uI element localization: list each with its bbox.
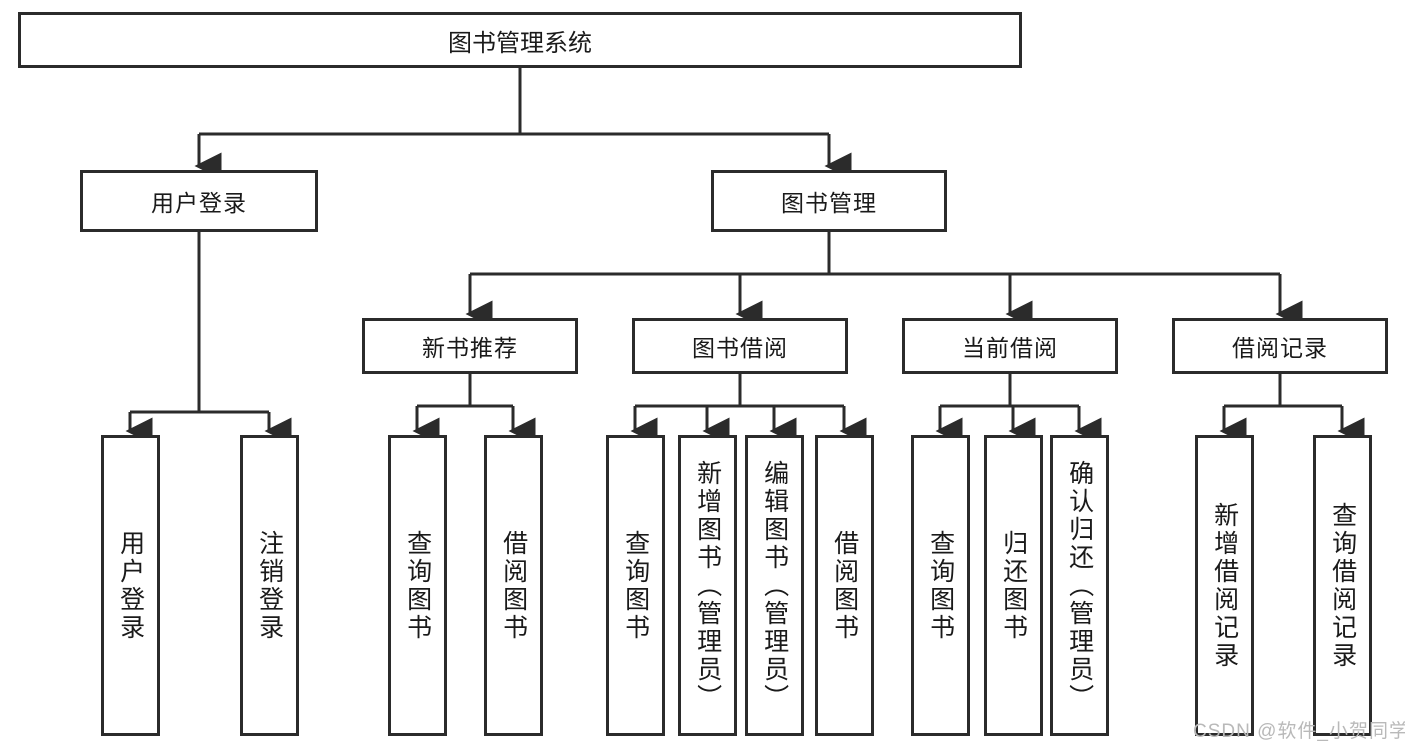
- node-leaf-user-login[interactable]: 用户登录: [101, 435, 160, 736]
- node-leaf-label: 注销登录: [255, 529, 284, 642]
- node-current-borrow-label: 当前借阅: [962, 335, 1058, 361]
- node-leaf-label: 借阅图书: [499, 529, 528, 642]
- node-leaf-edit-book-admin[interactable]: 编辑图书（管理员）: [745, 435, 804, 736]
- node-leaf-label: 查询图书: [403, 529, 432, 642]
- node-borrow-records[interactable]: 借阅记录: [1172, 318, 1388, 374]
- node-leaf-label: 用户登录: [116, 529, 145, 642]
- node-leaf-label: 归还图书: [999, 529, 1028, 642]
- node-leaf-add-borrow-record[interactable]: 新增借阅记录: [1195, 435, 1254, 736]
- node-user-login-label: 用户登录: [151, 190, 247, 216]
- node-book-borrow[interactable]: 图书借阅: [632, 318, 848, 374]
- node-leaf-label: 新增借阅记录: [1210, 501, 1239, 670]
- node-leaf-label: 新增图书（管理员）: [693, 459, 722, 712]
- node-borrow-records-label: 借阅记录: [1232, 335, 1328, 361]
- node-leaf-label: 编辑图书（管理员）: [760, 459, 789, 712]
- node-leaf-borrow-books-newbook[interactable]: 借阅图书: [484, 435, 543, 736]
- node-root-label: 图书管理系统: [448, 29, 592, 57]
- node-user-login[interactable]: 用户登录: [80, 170, 318, 232]
- node-leaf-label: 借阅图书: [830, 529, 859, 642]
- node-leaf-query-books-borrow[interactable]: 查询图书: [606, 435, 665, 736]
- node-new-book-recommend-label: 新书推荐: [422, 335, 518, 361]
- node-leaf-add-book-admin[interactable]: 新增图书（管理员）: [678, 435, 737, 736]
- node-book-management[interactable]: 图书管理: [711, 170, 947, 232]
- node-leaf-label: 查询图书: [926, 529, 955, 642]
- node-leaf-return-books[interactable]: 归还图书: [984, 435, 1043, 736]
- node-leaf-query-books-current[interactable]: 查询图书: [911, 435, 970, 736]
- node-leaf-query-books-newbook[interactable]: 查询图书: [388, 435, 447, 736]
- node-current-borrow[interactable]: 当前借阅: [902, 318, 1118, 374]
- csdn-watermark: CSDN @软件_小贺同学: [1193, 721, 1405, 742]
- node-root-system[interactable]: 图书管理系统: [18, 12, 1022, 68]
- node-leaf-logout[interactable]: 注销登录: [240, 435, 299, 736]
- node-leaf-label: 查询图书: [621, 529, 650, 642]
- node-leaf-label: 查询借阅记录: [1328, 501, 1357, 670]
- node-leaf-borrow-books[interactable]: 借阅图书: [815, 435, 874, 736]
- node-leaf-query-borrow-record[interactable]: 查询借阅记录: [1313, 435, 1372, 736]
- node-book-borrow-label: 图书借阅: [692, 335, 788, 361]
- node-leaf-label: 确认归还（管理员）: [1065, 459, 1094, 712]
- node-new-book-recommend[interactable]: 新书推荐: [362, 318, 578, 374]
- node-book-management-label: 图书管理: [781, 190, 877, 216]
- node-leaf-confirm-return-admin[interactable]: 确认归还（管理员）: [1050, 435, 1109, 736]
